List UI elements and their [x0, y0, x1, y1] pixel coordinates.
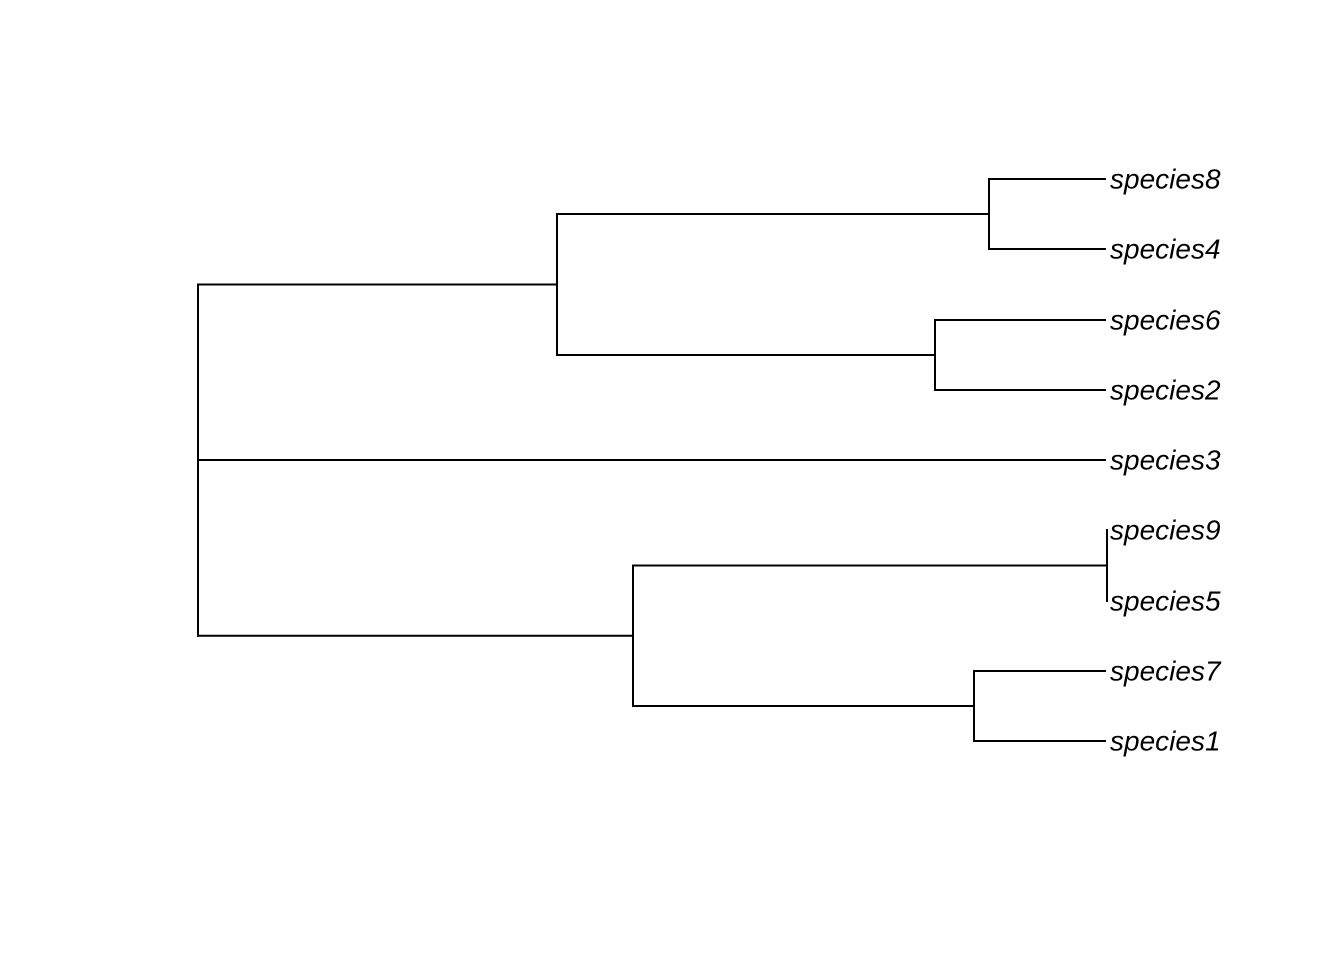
leaf-label-species1: species1 — [1110, 726, 1221, 757]
leaf-label-species8: species8 — [1110, 164, 1221, 195]
leaf-label-species3: species3 — [1110, 445, 1221, 476]
leaf-label-species2: species2 — [1110, 375, 1221, 406]
leaf-label-species6: species6 — [1110, 305, 1221, 336]
leaf-label-species5: species5 — [1110, 586, 1221, 617]
leaf-label-species7: species7 — [1110, 656, 1222, 687]
leaf-label-species4: species4 — [1110, 234, 1221, 265]
leaf-label-species9: species9 — [1110, 515, 1221, 546]
